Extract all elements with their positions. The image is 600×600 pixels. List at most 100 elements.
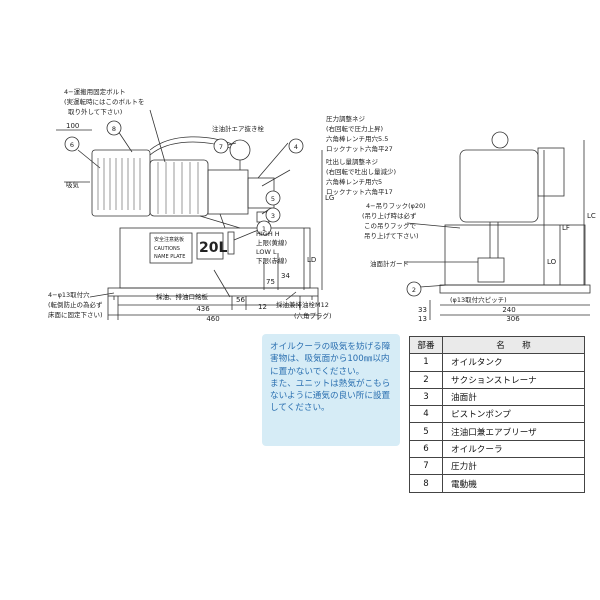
dim-56: 56 [236,296,245,304]
dim-240: 240 [502,306,515,314]
pressure-gauge [229,139,251,161]
callout-5-label: 5 [271,195,275,203]
installation-note: オイルクーラの吸気を妨げる障害物は、吸気面から100㎜以内に置かないでください。… [262,334,400,446]
flow-adj-1: 吐出し量調整ネジ [326,157,379,166]
oil-cooler [91,149,151,217]
drain-plug-1: 採油兼排油栓M12 [276,300,329,309]
callout-8-side [106,120,122,136]
callout-8-label: 8 [112,125,116,133]
air-breather-label: 注油計エア抜き栓 [212,124,265,133]
warning-plate-3: NAME PLATE [154,254,185,260]
side-base [107,287,319,297]
pressure-adj-3: 六角棒レンチ用穴5.5 [326,134,388,143]
anchor-label-3: 床面に固定下さい) [48,310,103,319]
dim-33: 33 [418,306,427,314]
part-no: 2 [409,370,443,389]
bolt-label-2: (実運転時にはこのボルトを [64,97,145,106]
end-pump [537,147,565,197]
pressure-adj-4: ロックナット六角平27 [326,144,393,153]
dim-LF: LF [562,224,570,232]
callout-2-end [406,281,422,297]
flow-adj-3: 六角棒レンチ用穴5 [326,177,382,186]
callout-2-label: 2 [412,286,416,294]
dim-12: 12 [258,303,267,311]
part-name: ピストンポンプ [442,405,585,424]
motor [149,159,209,217]
bolt-label-3: 取り外して下さい) [68,107,122,116]
part-no: 8 [409,474,443,493]
anchor-label-1: 4−φ13取付穴 [48,290,90,299]
dim-LC: LC [587,212,596,220]
callout-6-side [64,136,80,152]
piston-pump [207,169,249,215]
anchor-pitch-label: (φ13取付穴ピッチ) [450,295,507,304]
flow-adj-4: ロックナット六角平17 [326,187,393,196]
lifting-label-1: 4−吊りフック(φ20) [366,202,426,210]
lifting-label-4: 吊り上げて下さい) [364,231,419,240]
flow-adj-2: (右回転で吐出し量減少) [326,167,396,176]
callout-3-label: 3 [271,212,275,220]
warning-plate [149,232,193,264]
part-name: 電動機 [442,474,585,493]
callout-7-label: 7 [219,143,223,151]
dim-75: 75 [266,278,275,286]
part-name: 圧力計 [442,457,585,476]
warning-plate-2: CAUTIONS [154,246,180,252]
anchor-label-2: (転倒防止の為必ず [48,300,103,309]
high-h-label: HIGH H [256,230,280,238]
end-base [439,284,591,294]
part-no: 4 [409,405,443,424]
part-no: 1 [409,353,443,372]
pressure-adj-1: 圧力調整ネジ [326,114,366,123]
callout-4-label: 4 [294,143,298,151]
oil-gauge-guard-label: 油面計ガード [370,259,409,268]
part-no: 5 [409,422,443,441]
end-gauge [491,131,509,149]
drain-plug-2: (六角プラグ) [294,311,332,320]
end-tank [444,224,586,286]
callout-7-side [213,138,229,154]
part-name: 注油口兼エアブリーザ [442,422,585,441]
callout-6-label: 6 [70,141,74,149]
dim-LG: LG [325,194,334,202]
part-name: 油面計 [442,387,585,407]
dim-436: 436 [196,305,210,313]
lifting-label-3: この吊りフックで [364,222,417,230]
callout-5-side [265,190,281,206]
callout-1-label: 1 [262,225,266,233]
dim-100: 100 [66,122,79,130]
part-name: サクションストレーナ [442,370,585,389]
pressure-adj-2: (右回転で圧力上昇) [326,124,383,133]
header-name: 名 称 [442,335,585,355]
capacity-plate [196,232,224,260]
note-paragraph-1: オイルクーラの吸気を妨げる障害物は、吸気面から100㎜以内に置かないでください。 [270,342,391,377]
lower-limit-label: 下限(赤線) [256,256,287,265]
parts-table-header: 部番 名 称 [409,335,585,355]
dim-306: 306 [506,315,520,323]
dim-13: 13 [418,315,427,323]
bolt-label-1: 4−運搬用固定ボルト [64,87,126,96]
callout-4-side [288,138,304,154]
part-name: オイルクーラ [442,439,585,459]
callout-3-side [265,207,281,223]
dim-34: 34 [281,272,290,280]
part-name: オイルタンク [442,353,585,372]
part-no: 3 [409,387,443,407]
header-no: 部番 [409,335,443,355]
warning-plate-1: 安全注意銘板 [154,236,184,243]
low-l-label: LOW L [256,248,277,256]
upper-limit-label: 上限(黄線) [256,238,287,247]
dim-460: 460 [206,315,219,323]
part-no: 7 [409,457,443,476]
drain-plate-label: 採油、排油口銘板 [156,292,209,301]
